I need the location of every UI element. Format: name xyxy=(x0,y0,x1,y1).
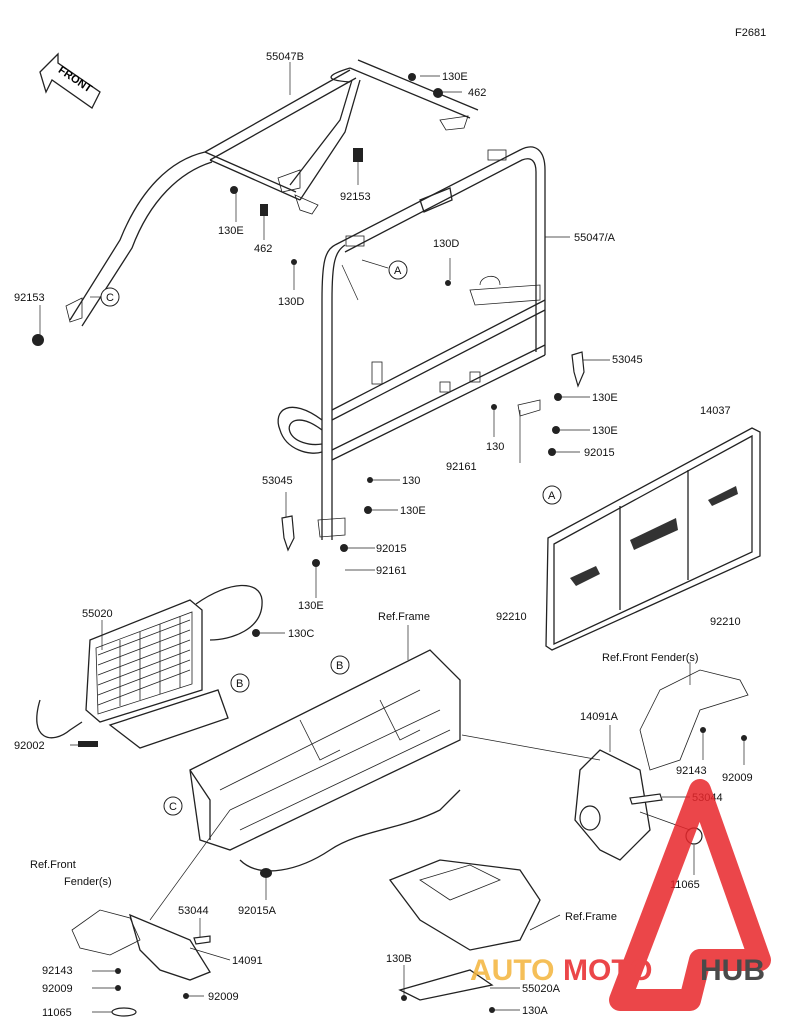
front-arrow-icon: FRONT xyxy=(39,52,101,109)
part-label-130E: 130E xyxy=(442,71,468,83)
rear-screen-14037 xyxy=(545,427,761,651)
part-label-92015: 92015 xyxy=(376,543,407,555)
part-label-55020A: 55020A xyxy=(522,983,561,995)
svg-text:B: B xyxy=(236,678,243,690)
fender-ref-right xyxy=(639,662,749,771)
part-label-462: 462 xyxy=(468,87,486,99)
roll-bar-upper xyxy=(65,59,479,327)
ref-front-fender-right: Ref.Front Fender(s) xyxy=(602,652,699,664)
part-number-labels: 55047B 130E 462 92153 130E 462 92153 550… xyxy=(14,51,753,1019)
part-label-55020: 55020 xyxy=(82,608,113,620)
svg-text:B: B xyxy=(336,660,343,672)
ref-frame-top: Ref.Frame xyxy=(378,611,430,623)
part-label-92161: 92161 xyxy=(446,461,477,473)
part-label-92210: 92210 xyxy=(496,611,527,623)
part-label-92153: 92153 xyxy=(340,191,371,203)
svg-text:A: A xyxy=(394,265,402,277)
part-label-53044: 53044 xyxy=(178,905,209,917)
part-label-130E: 130E xyxy=(592,392,618,404)
part-label-92009: 92009 xyxy=(42,983,73,995)
watermark-moto: MOTO xyxy=(563,954,652,987)
part-label-92153: 92153 xyxy=(14,292,45,304)
hardware-upper xyxy=(32,73,562,567)
part-label-130E: 130E xyxy=(592,425,618,437)
part-label-130D: 130D xyxy=(433,238,459,250)
part-label-130E: 130E xyxy=(400,505,426,517)
part-label-130B: 130B xyxy=(386,953,412,965)
svg-text:A: A xyxy=(548,490,556,502)
automotohub-watermark: AUTO MOTO HUB xyxy=(470,779,771,1011)
part-label-14091: 14091 xyxy=(232,955,263,967)
part-label-130E: 130E xyxy=(218,225,244,237)
cover-14091A xyxy=(574,725,747,875)
fender-ref-left xyxy=(71,909,231,1017)
callout-C-2: C xyxy=(163,796,183,816)
svg-text:C: C xyxy=(106,292,114,304)
part-label-14091A: 14091A xyxy=(580,711,619,723)
part-label-55047B: 55047B xyxy=(266,51,304,63)
callout-B-2: B xyxy=(330,655,350,675)
part-label-14037: 14037 xyxy=(700,405,731,417)
grille-mesh xyxy=(97,616,191,706)
part-label-92015A: 92015A xyxy=(238,905,277,917)
part-label-130: 130 xyxy=(486,441,504,453)
part-label-11065: 11065 xyxy=(42,1007,72,1019)
svg-text:C: C xyxy=(169,801,177,813)
ref-front-fender-left-1: Ref.Front xyxy=(30,859,76,871)
callout-C-1: C xyxy=(100,287,120,307)
front-guard-55020 xyxy=(36,584,285,749)
frame-center xyxy=(149,625,601,921)
part-label-92143: 92143 xyxy=(42,965,73,977)
part-label-92210: 92210 xyxy=(710,616,741,628)
part-label-11065: 11065 xyxy=(670,879,700,891)
part-label-92161: 92161 xyxy=(376,565,407,577)
roll-cage-main xyxy=(277,146,546,540)
callout-A-2: A xyxy=(542,485,562,505)
leaders-upper xyxy=(39,62,610,598)
watermark-hub: HUB xyxy=(700,954,765,987)
part-label-92009: 92009 xyxy=(722,772,753,784)
part-label-92015: 92015 xyxy=(584,447,615,459)
part-label-92143: 92143 xyxy=(676,765,707,777)
part-label-92009: 92009 xyxy=(208,991,239,1003)
watermark-triangle-icon xyxy=(609,779,771,1011)
watermark-auto: AUTO xyxy=(470,954,554,987)
strap-53045 xyxy=(281,351,585,552)
figure-code: F2681 xyxy=(735,27,766,39)
callout-A-1: A xyxy=(388,260,408,280)
ref-frame-bottom: Ref.Frame xyxy=(565,911,617,923)
skid-plate-lower xyxy=(388,859,561,1013)
part-label-92002: 92002 xyxy=(14,740,45,752)
part-label-130E: 130E xyxy=(298,600,324,612)
part-label-130D: 130D xyxy=(278,296,304,308)
ref-front-fender-left-2: Fender(s) xyxy=(64,876,112,888)
part-label-130C: 130C xyxy=(288,628,314,640)
part-label-53045: 53045 xyxy=(612,354,643,366)
part-label-130: 130 xyxy=(402,475,420,487)
part-label-55047A: 55047/A xyxy=(574,232,616,244)
part-label-53045: 53045 xyxy=(262,475,293,487)
callout-B-1: B xyxy=(230,673,250,693)
part-label-462: 462 xyxy=(254,243,272,255)
part-label-130A: 130A xyxy=(522,1005,548,1017)
